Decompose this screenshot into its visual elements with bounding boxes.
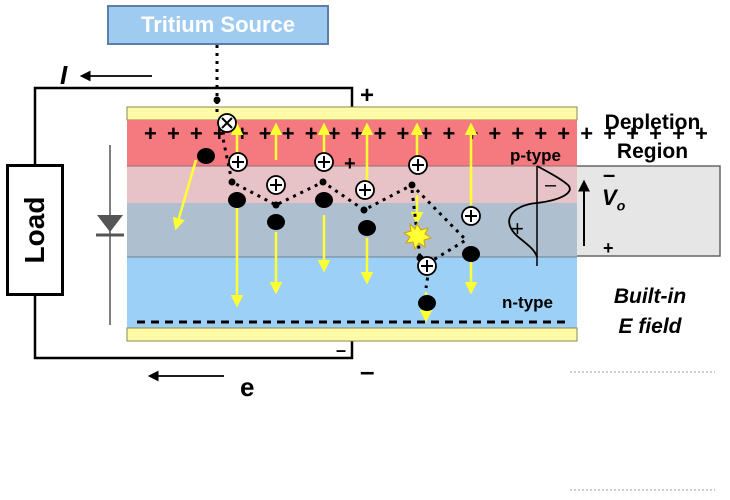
depletion-label-line2: Region xyxy=(616,140,689,163)
tritium-source-box: Tritium Source xyxy=(107,5,329,45)
field-label-line1: Built-in xyxy=(613,285,687,308)
n-type-region xyxy=(127,257,577,328)
built-in-field-label: Built-in E field xyxy=(600,282,700,342)
top-contact xyxy=(126,106,578,121)
hole-signs xyxy=(232,156,477,272)
p-type-label: p-type xyxy=(510,146,561,165)
load-label: Load xyxy=(19,196,50,264)
field-label-line2: E field xyxy=(618,315,682,338)
positive-terminal-sign: + xyxy=(360,82,375,109)
negative-terminal-sign: – xyxy=(360,356,375,386)
voltage-subscript: o xyxy=(616,197,626,214)
field-arrows xyxy=(172,122,478,323)
p-depletion-region xyxy=(127,166,577,203)
bottom-contact xyxy=(126,327,578,342)
electron-label: e xyxy=(240,372,255,402)
potential-plus-sign: + xyxy=(603,238,614,258)
depletion-plus-sign: + xyxy=(344,153,356,175)
potential-minus-sign: – xyxy=(603,162,616,187)
recombination-burst-icon xyxy=(402,222,433,251)
depletion-label-line1: Depletion xyxy=(604,111,701,134)
n-depletion-region xyxy=(127,203,577,257)
electrons xyxy=(197,148,480,311)
curve-plus-sign: + xyxy=(511,216,524,241)
diode-icon xyxy=(96,215,124,237)
voltage-symbol: V xyxy=(602,185,617,210)
negative-terminal-sign-small: – xyxy=(336,340,347,360)
curve-minus-sign: – xyxy=(545,174,557,196)
load-box: Load xyxy=(6,164,64,296)
collision-dots xyxy=(228,178,424,262)
current-label: I xyxy=(60,60,68,90)
depletion-region-label: Depletion Region xyxy=(590,108,715,166)
n-type-label: n-type xyxy=(502,293,553,312)
beta-impact-icon xyxy=(217,113,237,133)
voltage-label: Vo xyxy=(602,185,625,213)
